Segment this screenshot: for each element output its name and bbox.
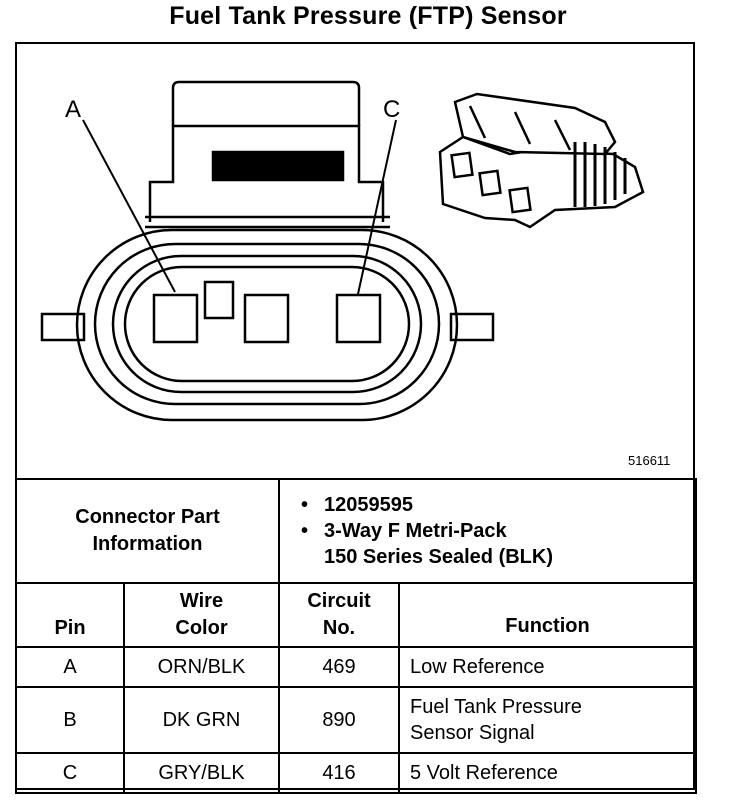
cell-wire-color: ORN/BLK bbox=[123, 646, 280, 688]
connector-diagram: A C bbox=[40, 80, 645, 422]
cell-circuit: 469 bbox=[278, 646, 400, 688]
cell-wire-color: GRY/BLK bbox=[123, 752, 280, 794]
connector-body bbox=[75, 228, 459, 422]
side-tab-right bbox=[449, 312, 495, 342]
cell-circuit: 416 bbox=[278, 752, 400, 794]
label-pin-c: C bbox=[383, 96, 400, 123]
connector-latch bbox=[171, 80, 361, 126]
connector-info-list: •12059595 •3-Way F Metri-Pack 150 Series… bbox=[278, 478, 697, 584]
header-function: Function bbox=[398, 582, 697, 648]
connector-info-row: Connector Part Information •12059595 •3-… bbox=[15, 478, 697, 584]
connector-info-label: Connector Part Information bbox=[15, 478, 280, 584]
pin-cavity-b bbox=[243, 293, 290, 344]
page-title: Fuel Tank Pressure (FTP) Sensor bbox=[169, 2, 567, 30]
cell-pin: C bbox=[15, 752, 125, 794]
latch-window bbox=[211, 150, 345, 182]
list-item: •3-Way F Metri-Pack bbox=[301, 520, 507, 542]
cell-pin: A bbox=[15, 646, 125, 688]
connector-3d-illustration bbox=[438, 92, 645, 229]
key-tab bbox=[203, 280, 235, 320]
label-pin-a: A bbox=[65, 96, 81, 123]
table-row: A ORN/BLK 469 Low Reference bbox=[15, 646, 697, 688]
cell-pin: B bbox=[15, 686, 125, 754]
list-item: •12059595 bbox=[301, 494, 413, 516]
cell-circuit: 890 bbox=[278, 686, 400, 754]
cell-wire-color: DK GRN bbox=[123, 686, 280, 754]
pin-cavity-c bbox=[335, 293, 382, 344]
table-row: C GRY/BLK 416 5 Volt Reference bbox=[15, 752, 697, 794]
header-pin: Pin bbox=[15, 582, 125, 648]
connector-table: Connector Part Information •12059595 •3-… bbox=[15, 478, 697, 794]
figure-part-number: 516611 bbox=[628, 453, 671, 468]
cell-function: Low Reference bbox=[398, 646, 697, 688]
cell-function: 5 Volt Reference bbox=[398, 752, 697, 794]
side-tab-left bbox=[40, 312, 86, 342]
pin-cavity-a bbox=[152, 293, 199, 344]
